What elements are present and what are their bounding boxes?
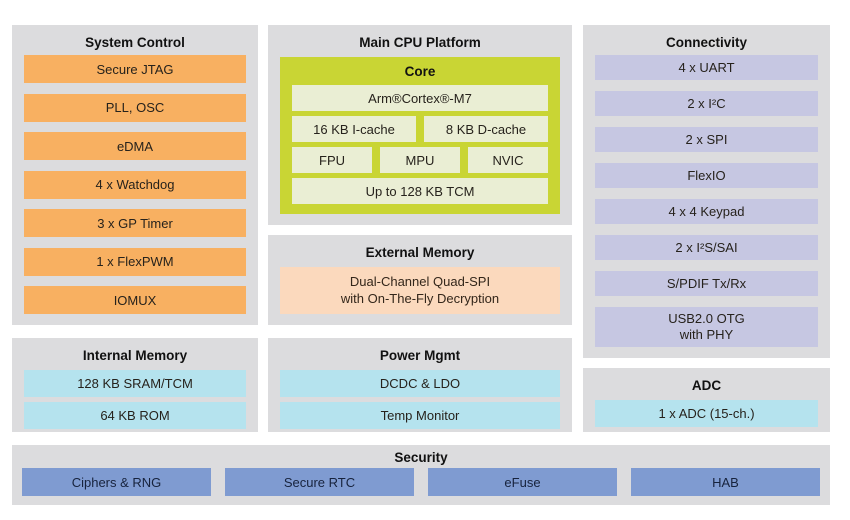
panel-system-control: System Control Secure JTAG PLL, OSC eDMA… bbox=[12, 25, 258, 325]
block-tcm: Up to 128 KB TCM bbox=[292, 178, 548, 204]
usb-line1: USB2.0 OTG bbox=[668, 310, 745, 326]
panel-internal-memory: Internal Memory 128 KB SRAM/TCM 64 KB RO… bbox=[12, 338, 258, 432]
adc-title: ADC bbox=[691, 378, 722, 393]
power-mgmt-rows: DCDC & LDO Temp Monitor bbox=[280, 370, 560, 429]
block-usb-otg: USB2.0 OTG with PHY bbox=[595, 307, 818, 347]
security-rows: Ciphers & RNG Secure RTC eFuse HAB bbox=[22, 468, 820, 496]
block-temp-monitor: Temp Monitor bbox=[280, 402, 560, 429]
block-nvic: NVIC bbox=[468, 147, 548, 173]
panel-external-memory: External Memory Dual-Channel Quad-SPI wi… bbox=[268, 235, 572, 325]
block-fpu: FPU bbox=[292, 147, 372, 173]
block-edma: eDMA bbox=[24, 132, 246, 160]
core-row-caches: 16 KB I-cache 8 KB D-cache bbox=[292, 116, 548, 142]
block-quad-spi: Dual-Channel Quad-SPI with On-The-Fly De… bbox=[280, 267, 560, 314]
block-spi: 2 x SPI bbox=[595, 127, 818, 152]
block-uart: 4 x UART bbox=[595, 55, 818, 80]
internal-memory-rows: 128 KB SRAM/TCM 64 KB ROM bbox=[24, 370, 246, 429]
core-row-units: FPU MPU NVIC bbox=[292, 147, 548, 173]
connectivity-title: Connectivity bbox=[665, 35, 747, 50]
block-rom: 64 KB ROM bbox=[24, 402, 246, 429]
block-flexpwm: 1 x FlexPWM bbox=[24, 247, 246, 276]
quad-spi-line1: Dual-Channel Quad-SPI bbox=[349, 273, 491, 289]
block-mpu: MPU bbox=[380, 147, 460, 173]
block-flexio: FlexIO bbox=[595, 163, 818, 188]
block-keypad: 4 x 4 Keypad bbox=[595, 199, 818, 224]
external-memory-title: External Memory bbox=[365, 245, 475, 260]
panel-main-cpu-platform: Main CPU Platform Core Arm®Cortex®-M7 16… bbox=[268, 25, 572, 225]
block-pll-osc: PLL, OSC bbox=[24, 93, 246, 122]
block-watchdog: 4 x Watchdog bbox=[24, 170, 246, 199]
block-ciphers-rng: Ciphers & RNG bbox=[22, 468, 211, 496]
block-efuse: eFuse bbox=[428, 468, 617, 496]
block-spdif: S/PDIF Tx/Rx bbox=[595, 271, 818, 296]
connectivity-rows: 4 x UART 2 x I²C 2 x SPI FlexIO 4 x 4 Ke… bbox=[595, 55, 818, 347]
quad-spi-line2: with On-The-Fly Decryption bbox=[340, 290, 500, 306]
block-i2s-sai: 2 x I²S/SAI bbox=[595, 235, 818, 260]
core-row-tcm: Up to 128 KB TCM bbox=[292, 178, 548, 204]
block-secure-rtc: Secure RTC bbox=[225, 468, 414, 496]
core-cluster: Core Arm®Cortex®-M7 16 KB I-cache 8 KB D… bbox=[280, 57, 560, 214]
security-title: Security bbox=[394, 450, 448, 465]
block-dcdc-ldo: DCDC & LDO bbox=[280, 370, 560, 397]
main-cpu-title: Main CPU Platform bbox=[359, 35, 481, 50]
block-hab: HAB bbox=[631, 468, 820, 496]
core-rows: Arm®Cortex®-M7 16 KB I-cache 8 KB D-cach… bbox=[292, 85, 548, 204]
block-dcache: 8 KB D-cache bbox=[424, 116, 548, 142]
panel-security: Security Ciphers & RNG Secure RTC eFuse … bbox=[12, 445, 830, 505]
panel-power-mgmt: Power Mgmt DCDC & LDO Temp Monitor bbox=[268, 338, 572, 432]
internal-memory-title: Internal Memory bbox=[82, 348, 188, 363]
panel-connectivity: Connectivity 4 x UART 2 x I²C 2 x SPI Fl… bbox=[583, 25, 830, 358]
system-control-title: System Control bbox=[85, 35, 185, 50]
block-cortex-m7: Arm®Cortex®-M7 bbox=[292, 85, 548, 111]
block-iomux: IOMUX bbox=[24, 286, 246, 314]
block-i2c: 2 x I²C bbox=[595, 91, 818, 116]
core-row-cpu: Arm®Cortex®-M7 bbox=[292, 85, 548, 111]
system-control-rows: Secure JTAG PLL, OSC eDMA 4 x Watchdog 3… bbox=[24, 55, 246, 314]
panel-adc: ADC 1 x ADC (15-ch.) bbox=[583, 368, 830, 432]
block-secure-jtag: Secure JTAG bbox=[24, 55, 246, 83]
block-sram-tcm: 128 KB SRAM/TCM bbox=[24, 370, 246, 397]
power-mgmt-title: Power Mgmt bbox=[379, 348, 461, 363]
block-icache: 16 KB I-cache bbox=[292, 116, 416, 142]
block-gp-timer: 3 x GP Timer bbox=[24, 209, 246, 237]
usb-line2: with PHY bbox=[679, 327, 734, 342]
block-adc: 1 x ADC (15-ch.) bbox=[595, 400, 818, 427]
core-title: Core bbox=[404, 64, 436, 79]
adc-rows: 1 x ADC (15-ch.) bbox=[595, 400, 818, 427]
